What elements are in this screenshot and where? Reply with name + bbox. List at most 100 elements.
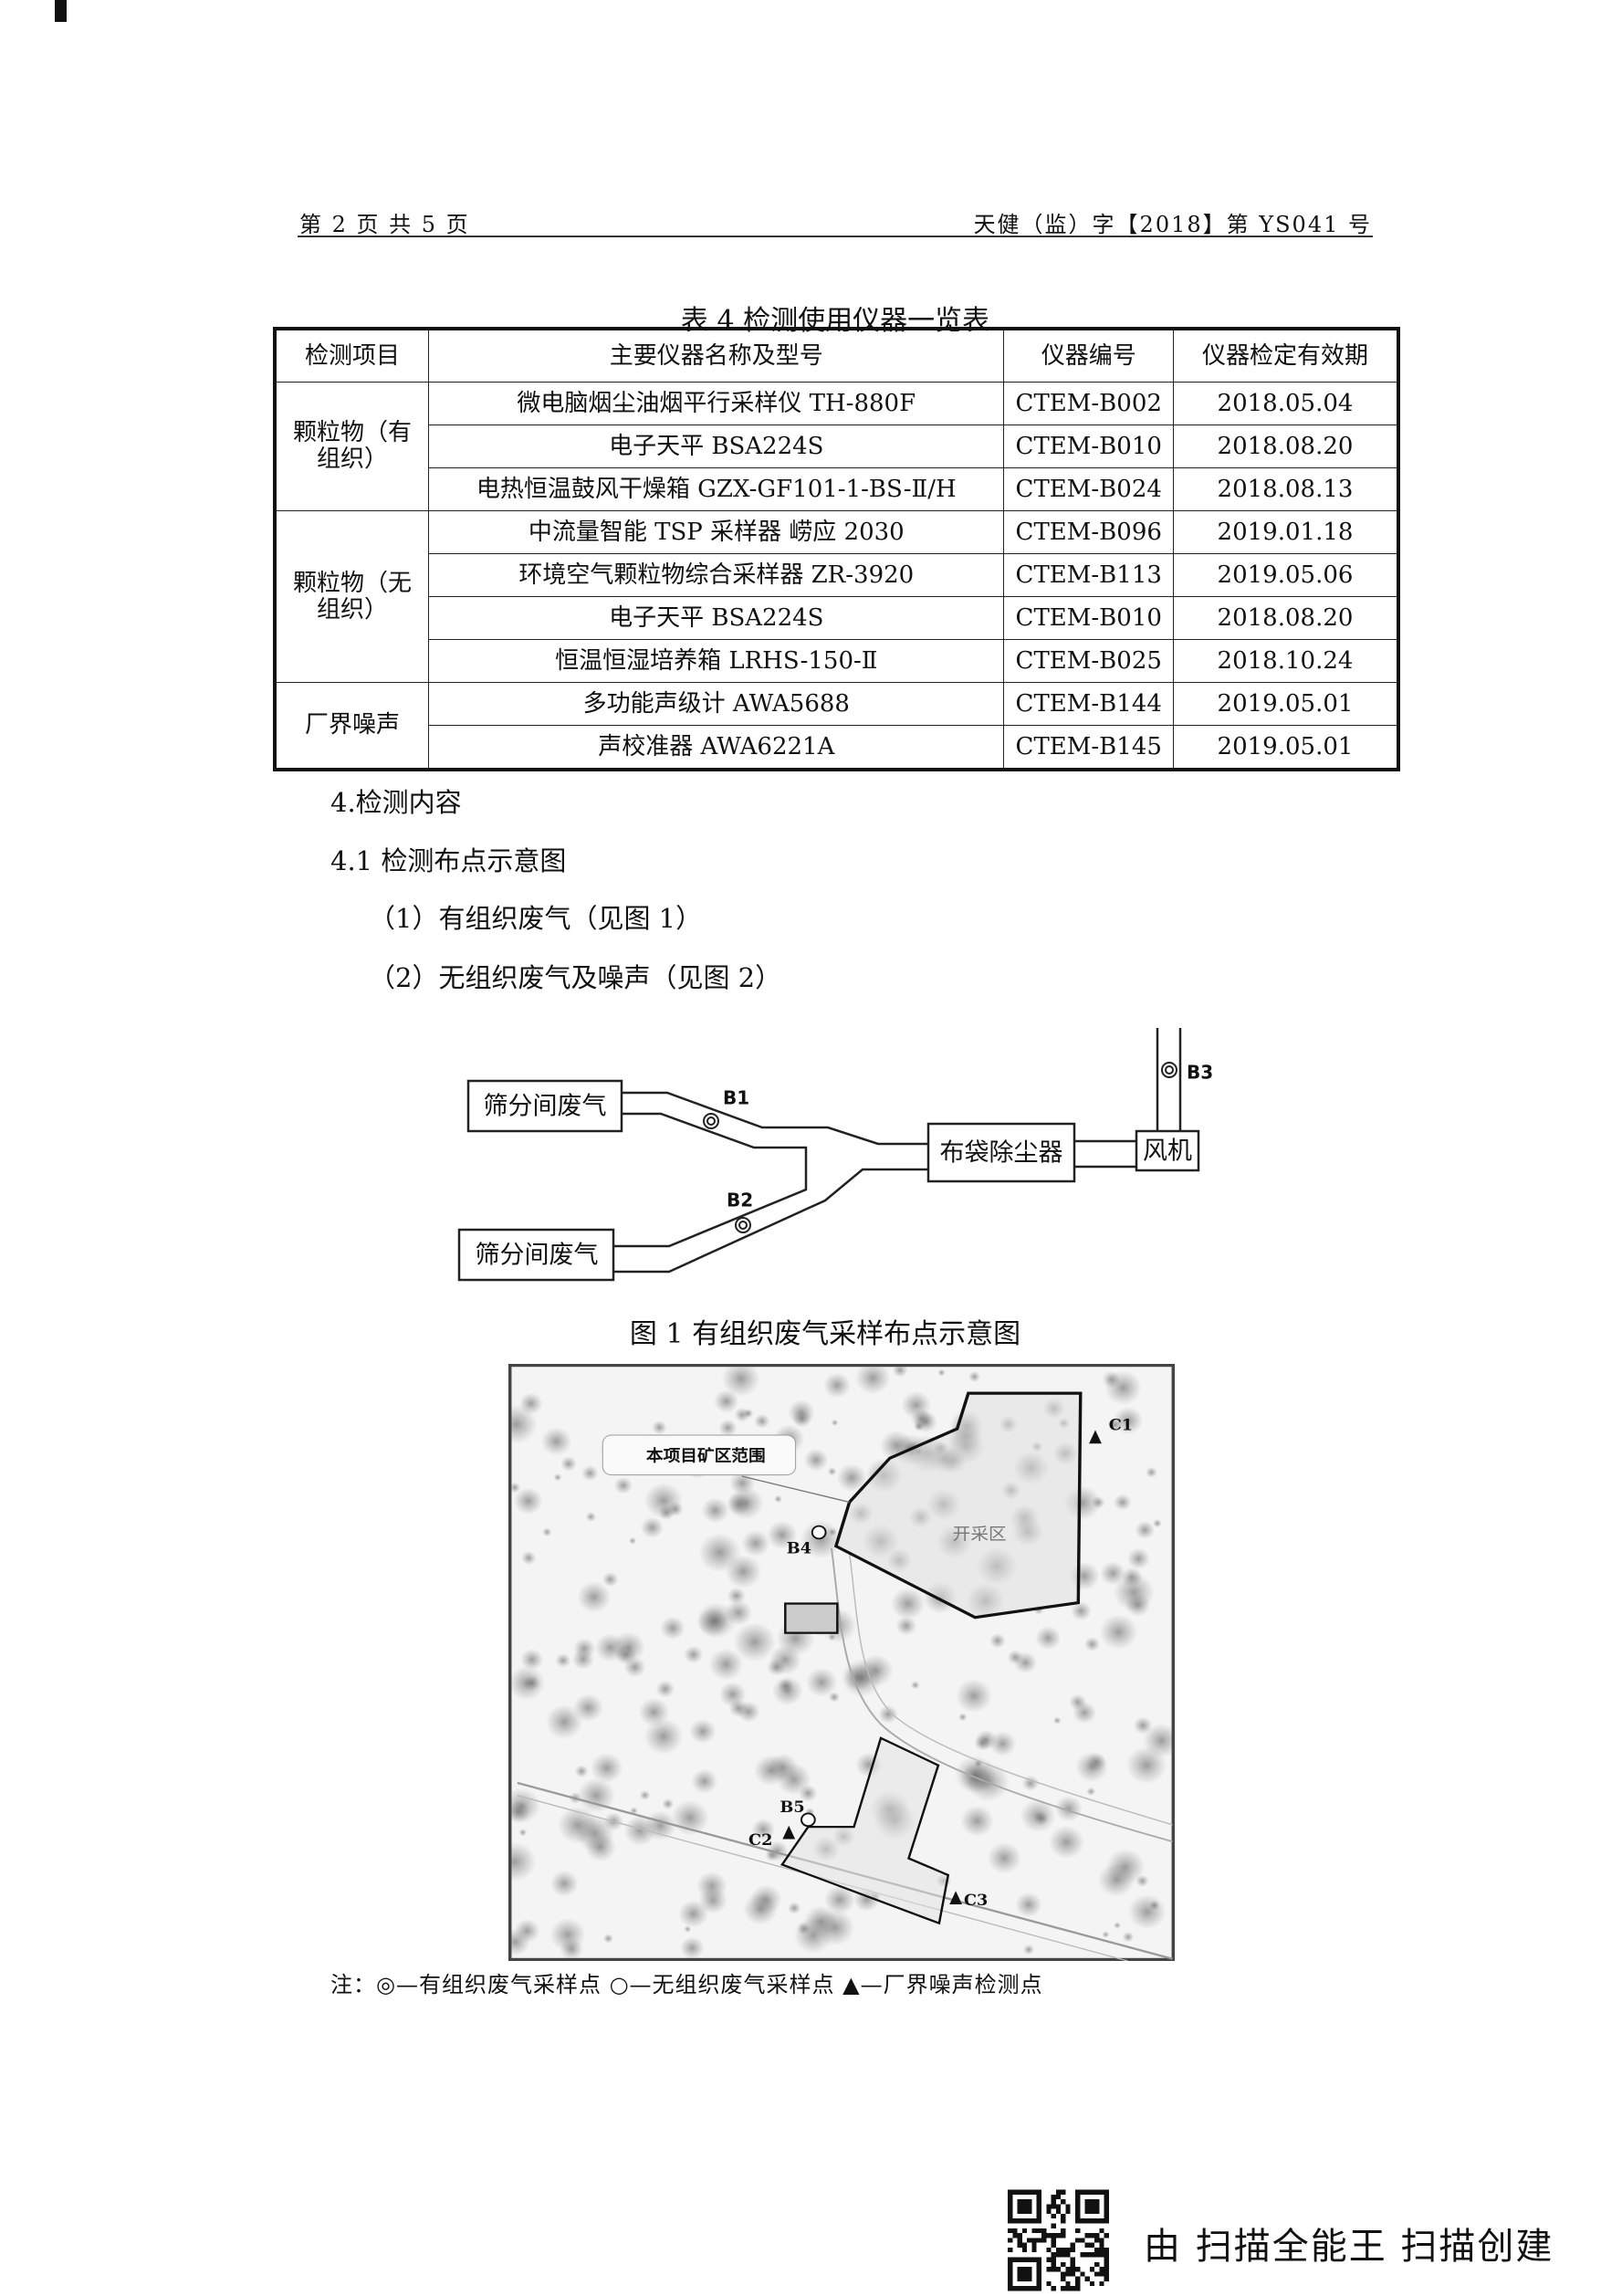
- instrument-name: 电热恒温鼓风干燥箱 GZX-GF101-1-BS-Ⅱ/H: [428, 467, 1005, 511]
- terrain-blot: [701, 1497, 729, 1524]
- instrument-name: 恒温恒湿培养箱 LRHS-150-Ⅱ: [428, 639, 1005, 683]
- table-row: 电子天平 BSA224S CTEM-B010 2018.08.20: [275, 425, 1399, 468]
- terrain-blot: [1125, 1746, 1167, 1785]
- list-item: （1）有组织废气（见图 1）: [369, 903, 703, 934]
- terrain-blot: [1069, 1693, 1087, 1711]
- terrain-blot: [831, 1419, 839, 1427]
- b5-fugitive-point-icon: [801, 1812, 816, 1828]
- terrain-blot: [828, 1692, 841, 1703]
- terrain-blot: [960, 1805, 994, 1837]
- terrain-blot: [1054, 1796, 1083, 1822]
- terrain-blot: [1135, 1520, 1156, 1540]
- table-row: 恒温恒湿培养箱 LRHS-150-Ⅱ CTEM-B025 2018.10.24: [275, 639, 1399, 683]
- scan-edge-mark: [55, 0, 67, 22]
- terrain-blot: [1148, 1900, 1161, 1911]
- terrain-blot: [968, 1370, 981, 1383]
- table-row: 环境空气颗粒物综合采样器 ZR-3920 CTEM-B113 2019.05.0…: [275, 553, 1399, 597]
- terrain-blot: [1035, 1626, 1062, 1651]
- terrain-blot: [696, 1601, 737, 1640]
- terrain-blot: [553, 1473, 562, 1482]
- terrain-blot: [584, 1832, 616, 1862]
- terrain-blot: [577, 1581, 612, 1613]
- terrain-blot: [1126, 1547, 1151, 1570]
- terrain-blot: [1022, 1944, 1035, 1955]
- instrument-code: CTEM-B024: [1003, 467, 1174, 511]
- b2-sample-point-icon: [735, 1217, 751, 1233]
- terrain-blot: [689, 1718, 717, 1745]
- source-box-1: [466, 1079, 623, 1133]
- terrain-blot: [890, 1588, 926, 1620]
- terrain-blot: [545, 1704, 583, 1740]
- site-building: [784, 1602, 839, 1634]
- bag-filter-box: [926, 1122, 1076, 1183]
- terrain-blot: [684, 1925, 692, 1933]
- terrain-blot: [698, 1533, 741, 1573]
- duct-line: [613, 1112, 808, 1248]
- terrain-blot: [1083, 1637, 1101, 1652]
- terrain-blot: [577, 1777, 615, 1813]
- terrain-blot: [1122, 1931, 1135, 1943]
- terrain-blot: [766, 1520, 798, 1550]
- terrain-blot: [623, 1815, 657, 1847]
- terrain-blot: [639, 1789, 651, 1800]
- fan-box: [1135, 1129, 1200, 1172]
- bag-filter-label: 布袋除尘器: [940, 1139, 1063, 1168]
- terrain-texture: [508, 1364, 1175, 1961]
- terrain-blot: [513, 1487, 543, 1515]
- mining-area-boundary: [833, 1391, 1083, 1620]
- terrain-blot: [628, 1536, 637, 1545]
- terrain-blot: [975, 1729, 998, 1750]
- header-divider: [298, 236, 1373, 237]
- duct-line: [613, 1168, 928, 1274]
- terrain-blot: [708, 1648, 744, 1681]
- terrain-blot: [1113, 1406, 1144, 1435]
- terrain-blot: [585, 1512, 597, 1522]
- b1-sample-point-icon: [703, 1113, 719, 1129]
- terrain-blot: [549, 1870, 579, 1897]
- point-label-b5: B5: [780, 1799, 804, 1817]
- figure-caption: 图 1 有组织废气采样布点示意图: [629, 1318, 1021, 1350]
- terrain-blot: [815, 1909, 855, 1946]
- terrain-blot: [520, 1649, 544, 1671]
- terrain-blot: [590, 1752, 623, 1784]
- valid-date: 2018.10.24: [1172, 639, 1399, 683]
- area-label: 本项目矿区范围: [646, 1446, 766, 1465]
- source-label: 筛分间废气: [484, 1093, 607, 1121]
- terrain-blot: [729, 1471, 756, 1495]
- terrain-blot: [1052, 1716, 1062, 1725]
- terrain-blot: [878, 1704, 898, 1724]
- terrain-blot: [892, 1364, 908, 1378]
- terrain-blot: [749, 1884, 782, 1915]
- column-header: 仪器编号: [1003, 328, 1174, 383]
- c1-noise-point-icon: [1089, 1430, 1102, 1444]
- terrain-blot: [989, 1633, 1006, 1649]
- terrain-blot: [776, 1763, 811, 1796]
- terrain-blot: [508, 1788, 541, 1824]
- c3-noise-point-icon: [949, 1891, 962, 1905]
- terrain-blot: [613, 1476, 633, 1494]
- terrain-blot: [858, 1654, 894, 1687]
- terrain-blot: [640, 1516, 664, 1539]
- terrain-blot: [555, 1652, 571, 1668]
- table-row: 厂界噪声 多功能声级计 AWA5688 CTEM-B144 2019.05.01: [274, 682, 1399, 771]
- instrument-name: 电子天平 BSA224S: [428, 425, 1005, 468]
- instrument-code: CTEM-B113: [1003, 553, 1174, 597]
- terrain-blot: [508, 1928, 530, 1956]
- terrain-blot: [1133, 1716, 1153, 1735]
- point-label-b3: B3: [1187, 1062, 1213, 1084]
- terrain-blot: [684, 1645, 704, 1664]
- terrain-blot: [1114, 1922, 1122, 1929]
- terrain-blot: [773, 1494, 783, 1504]
- instrument-code: CTEM-B096: [1003, 510, 1174, 554]
- terrain-blot: [1033, 1810, 1050, 1826]
- terrain-blot: [726, 1492, 752, 1516]
- site-map: 本项目矿区范围 开采区 B4 B5 C1 C2 C3: [508, 1364, 1175, 1961]
- b3-sample-point-icon: [1161, 1062, 1177, 1078]
- terrain-blot: [754, 1413, 770, 1429]
- instrument-code: CTEM-B144: [1003, 682, 1174, 726]
- valid-date: 2018.08.20: [1172, 425, 1399, 468]
- terrain-blot: [937, 1368, 946, 1377]
- terrain-blot: [1152, 1518, 1162, 1528]
- terrain-blot: [733, 1621, 777, 1662]
- instrument-table: 检测项目 主要仪器名称及型号 仪器编号 仪器检定有效期 颗粒物（有组织） 微电脑…: [273, 327, 1400, 771]
